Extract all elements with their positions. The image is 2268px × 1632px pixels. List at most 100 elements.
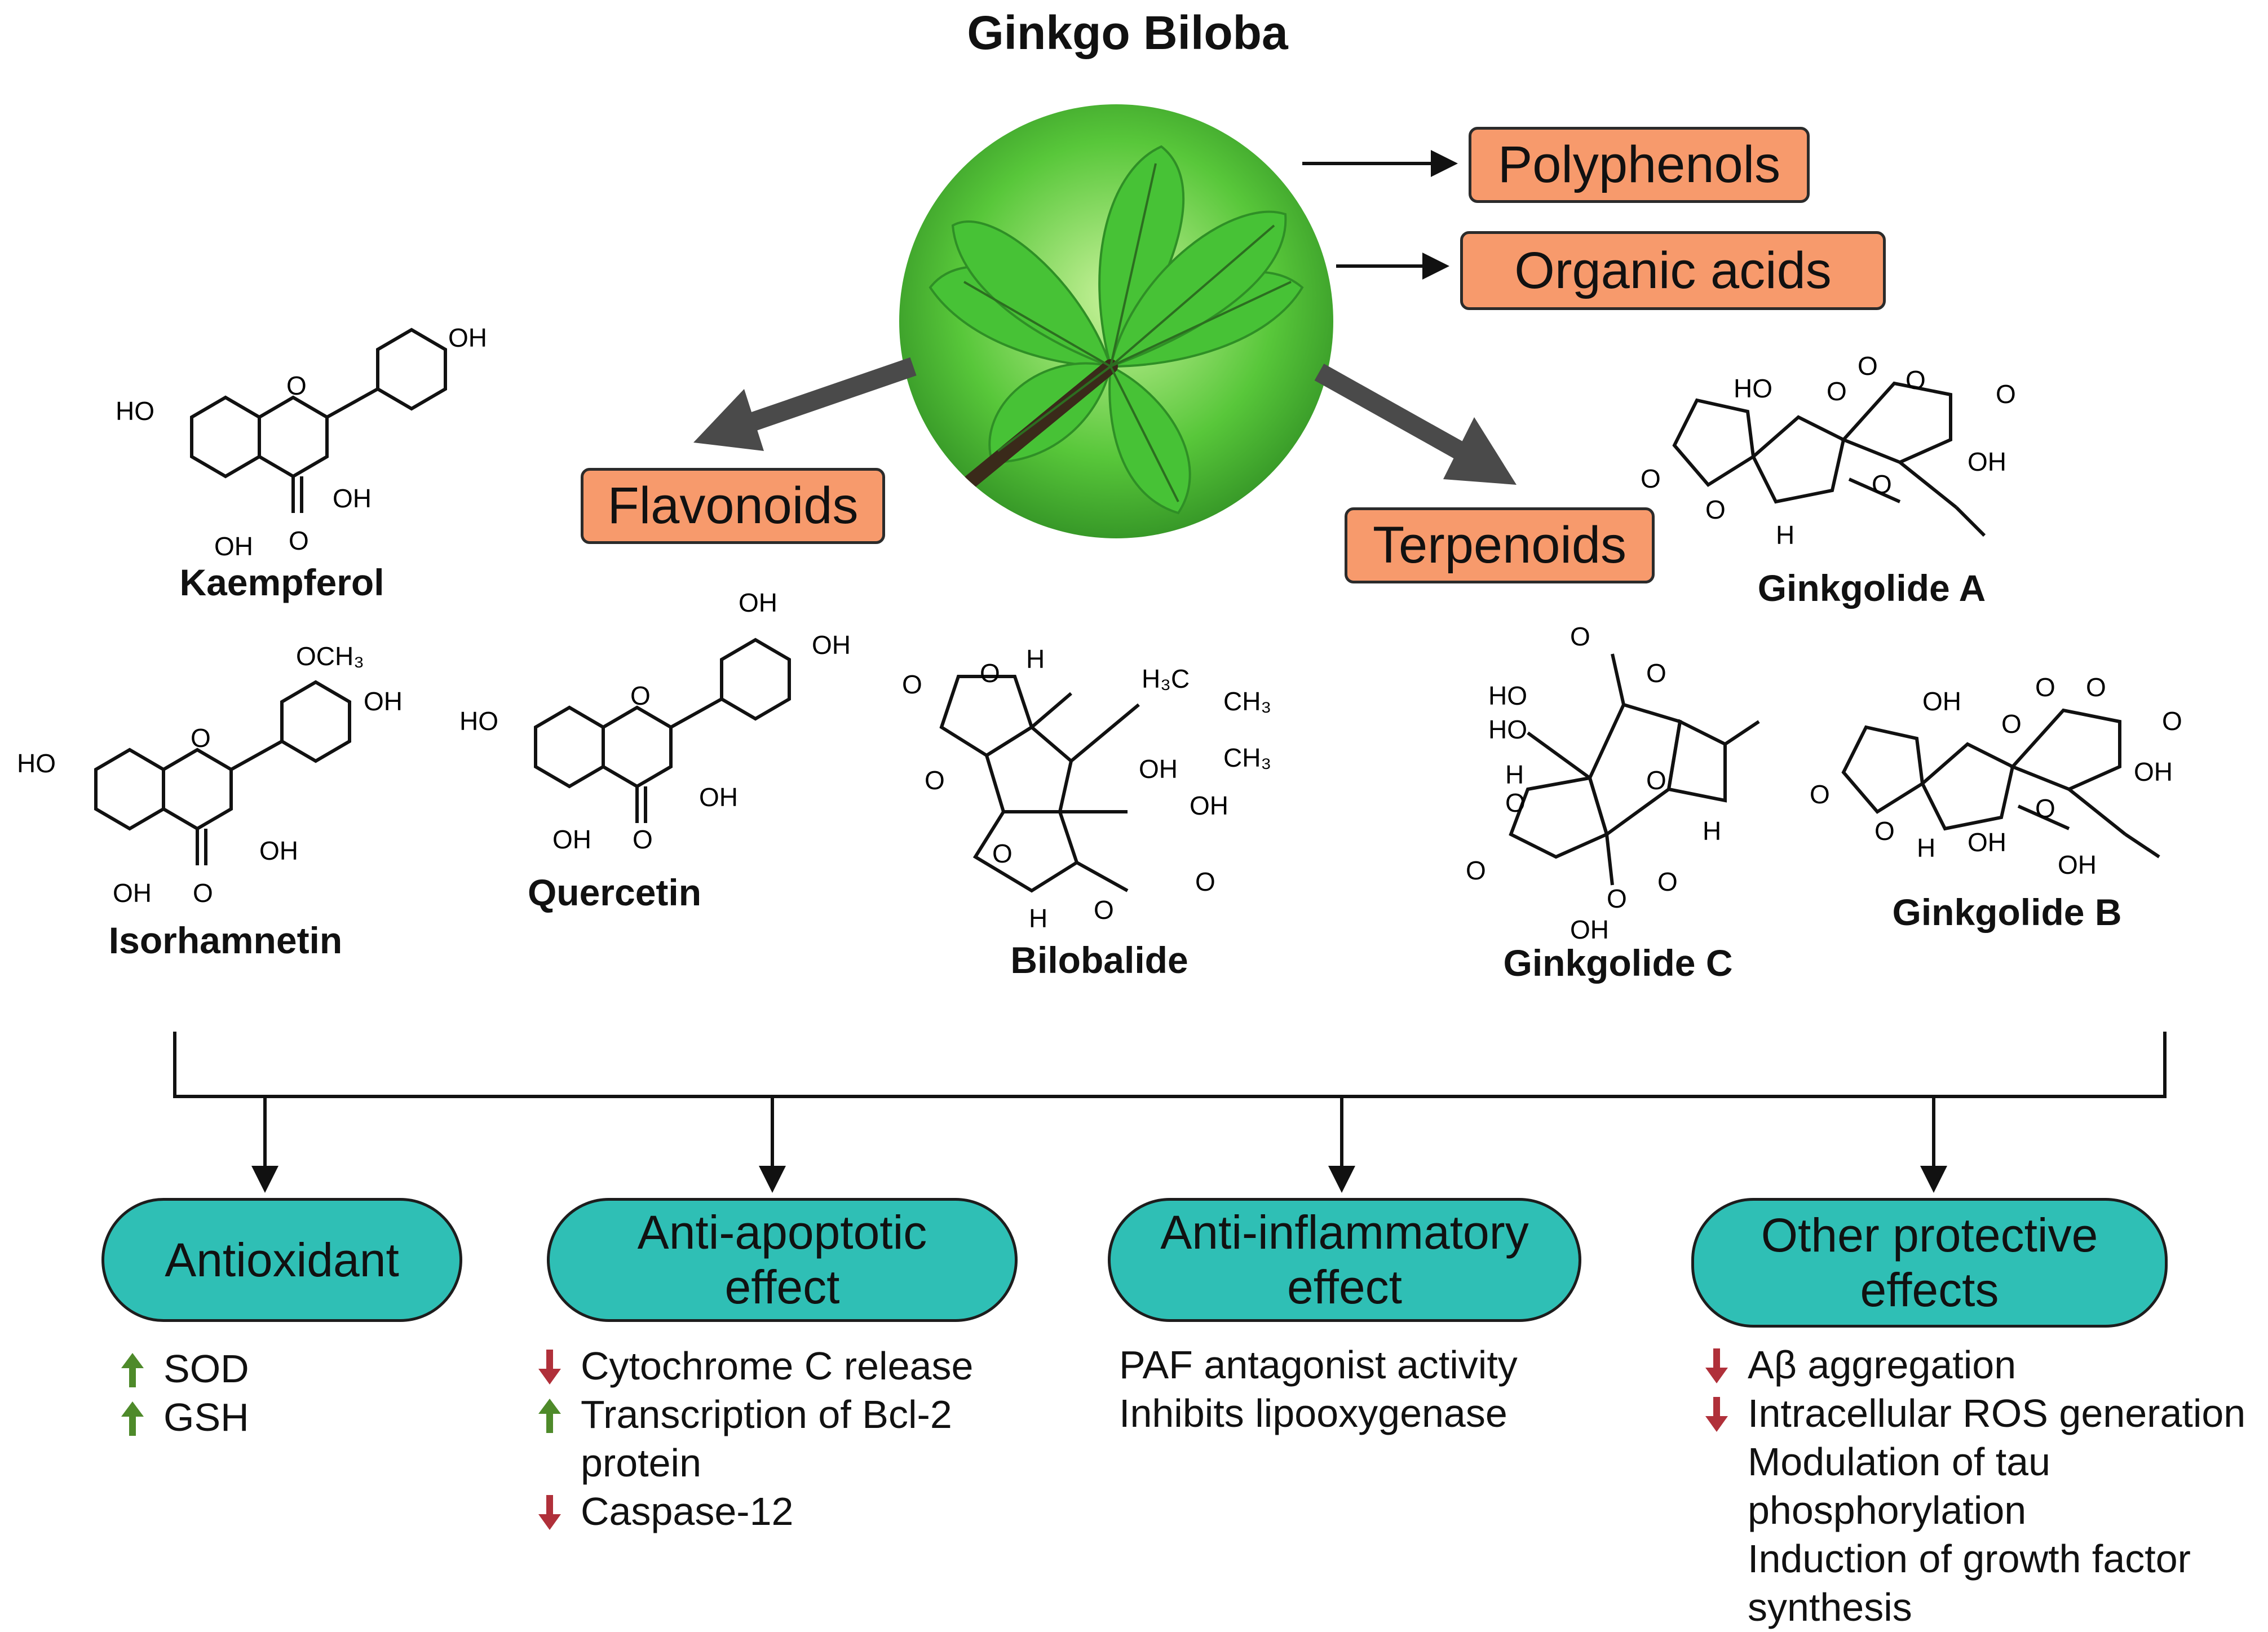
o-label: O bbox=[992, 839, 1013, 868]
up-arrow-icon bbox=[538, 1399, 561, 1433]
oh-label: OH bbox=[214, 532, 253, 561]
h-label: H bbox=[1505, 760, 1524, 789]
anti-inflammatory-label: Anti-inflammatory effect bbox=[1160, 1206, 1529, 1313]
antioxidant-list: SOD GSH bbox=[113, 1344, 451, 1441]
bilobalide-name: Bilobalide bbox=[1010, 939, 1188, 981]
h-label: H bbox=[1776, 520, 1794, 550]
oh-label: OH bbox=[2058, 850, 2097, 879]
list-item: Intracellular ROS generation bbox=[1697, 1389, 2266, 1438]
anti-inflammatory-list: PAF antagonist activity Inhibits lipooxy… bbox=[1119, 1341, 1626, 1438]
anti-apoptotic-list: Cytochrome C release Transcription of Bc… bbox=[530, 1342, 1037, 1536]
o-label: O bbox=[2086, 673, 2106, 702]
h-label: H bbox=[1703, 816, 1721, 846]
polyphenols-box: Polyphenols bbox=[1469, 127, 1810, 203]
oh-label: OH bbox=[1570, 915, 1609, 944]
ginkgolide-b-structure: OH O O O O OH O O O H OH OH bbox=[1810, 673, 2182, 879]
o-label: O bbox=[1906, 365, 1926, 395]
o-label: O bbox=[289, 526, 309, 555]
ch3-label: CH₃ bbox=[1223, 743, 1271, 772]
organic-acids-label: Organic acids bbox=[1514, 241, 1832, 299]
oh-label: OH bbox=[552, 825, 591, 854]
other-protective-box: Other protective effects bbox=[1691, 1198, 2168, 1328]
och3-label: OCH₃ bbox=[296, 642, 364, 671]
o-label: O bbox=[1858, 351, 1878, 381]
ginkgolide-b-name: Ginkgolide B bbox=[1892, 891, 2122, 933]
o-label: O bbox=[633, 825, 653, 854]
other-protective-list: Aβ aggregation Intracellular ROS generat… bbox=[1697, 1341, 2266, 1631]
antioxidant-label: Antioxidant bbox=[165, 1233, 399, 1286]
list-item: GSH bbox=[113, 1393, 451, 1441]
ho-label: HO bbox=[17, 749, 56, 778]
o-label: O bbox=[2162, 706, 2182, 736]
down-arrow-icon bbox=[538, 1350, 561, 1385]
o-label: O bbox=[1466, 856, 1486, 885]
o-label: O bbox=[1195, 867, 1215, 896]
o-label: O bbox=[286, 371, 307, 400]
list-item: PAF antagonist activity bbox=[1119, 1343, 1518, 1387]
o-label: O bbox=[1827, 377, 1847, 406]
isorhamnetin-structure: OCH₃ OH HO O OH OH O bbox=[17, 642, 403, 908]
o-label: O bbox=[1810, 780, 1830, 809]
ho-label: HO bbox=[1488, 715, 1527, 744]
ho-label: HO bbox=[1734, 374, 1772, 403]
o-label: O bbox=[1705, 495, 1726, 524]
oh-label: OH bbox=[448, 323, 487, 352]
o-label: O bbox=[1646, 658, 1666, 688]
list-item: Caspase-12 bbox=[530, 1487, 1037, 1536]
list-item: Transcription of Bcl-2 protein bbox=[530, 1390, 987, 1487]
terpenoids-label: Terpenoids bbox=[1372, 516, 1627, 574]
ginkgolide-a-name: Ginkgolide A bbox=[1757, 567, 1986, 609]
list-item: SOD bbox=[113, 1344, 451, 1393]
o-label: O bbox=[1094, 895, 1114, 925]
oh-label: OH bbox=[364, 687, 403, 716]
o-label: O bbox=[1874, 816, 1895, 846]
oh-label: OH bbox=[1968, 447, 2006, 476]
h3c-label: H₃C bbox=[1142, 664, 1190, 693]
oh-label: OH bbox=[812, 630, 851, 660]
list-item: Modulation of tau phosphorylation bbox=[1748, 1440, 2051, 1532]
o-label: O bbox=[1657, 867, 1678, 896]
ginkgolide-c-structure: O HO O HO H O O H O O O OH bbox=[1466, 622, 1760, 944]
ginkgo-leaf-image bbox=[899, 104, 1333, 538]
arrow-to-flavonoids bbox=[693, 357, 917, 451]
other-protective-label: Other protective effects bbox=[1761, 1209, 2098, 1316]
kaempferol-structure: HO O OH OH OH O bbox=[116, 323, 487, 561]
oh-label: OH bbox=[699, 782, 738, 812]
bilobalide-structure: H O H₃C CH₃ CH₃ O OH O OH O O O H bbox=[902, 644, 1271, 933]
h-label: H bbox=[1917, 833, 1935, 863]
o-label: O bbox=[191, 723, 211, 753]
ch3-label: CH₃ bbox=[1223, 687, 1271, 716]
o-label: O bbox=[1641, 464, 1661, 493]
o-label: O bbox=[2035, 794, 2055, 823]
oh-label: OH bbox=[739, 588, 777, 617]
ginkgolide-a-structure: HO O O O O OH O O O H bbox=[1641, 351, 2016, 550]
h-label: H bbox=[1029, 904, 1047, 933]
up-arrow-icon bbox=[121, 1401, 144, 1436]
anti-apoptotic-box: Anti-apoptotic effect bbox=[547, 1198, 1018, 1322]
o-label: O bbox=[925, 766, 945, 795]
polyphenols-label: Polyphenols bbox=[1497, 136, 1781, 193]
anti-inflammatory-box: Anti-inflammatory effect bbox=[1108, 1198, 1581, 1322]
o-label: O bbox=[1996, 379, 2016, 409]
o-label: O bbox=[1607, 884, 1627, 913]
oh-label: OH bbox=[259, 836, 298, 865]
ho-label: HO bbox=[116, 396, 154, 426]
terpenoids-box: Terpenoids bbox=[1345, 507, 1655, 583]
page-title: Ginkgo Biloba bbox=[967, 6, 1288, 59]
down-arrow-icon bbox=[538, 1495, 561, 1530]
bracket-line bbox=[173, 1032, 2167, 1098]
oh-label: OH bbox=[1968, 828, 2006, 857]
o-label: O bbox=[1505, 788, 1526, 817]
o-label: O bbox=[2001, 709, 2022, 738]
ho-label: HO bbox=[459, 706, 498, 736]
list-item: Cytochrome C release bbox=[530, 1342, 1037, 1390]
ginkgolide-c-name: Ginkgolide C bbox=[1503, 942, 1733, 984]
oh-label: OH bbox=[1922, 687, 1961, 716]
o-label: O bbox=[1570, 622, 1590, 651]
down-arrow-icon bbox=[1705, 1397, 1728, 1432]
quercetin-name: Quercetin bbox=[527, 872, 702, 913]
h-label: H bbox=[1026, 644, 1045, 674]
oh-label: OH bbox=[1190, 791, 1228, 820]
down-arrow-icon bbox=[1705, 1348, 1728, 1383]
